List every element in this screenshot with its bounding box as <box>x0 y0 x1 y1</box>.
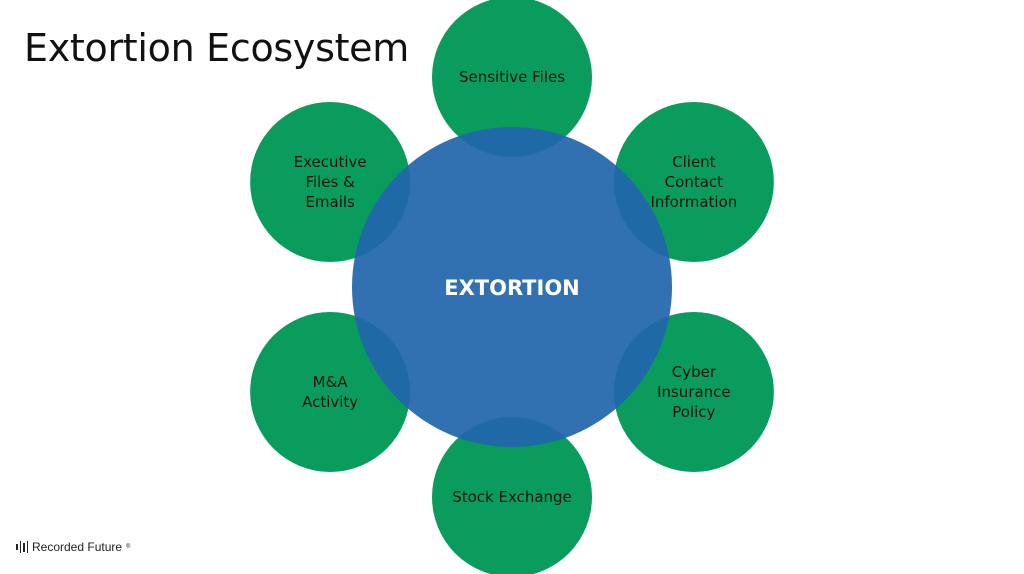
node-label-line: Emails <box>305 193 355 211</box>
node-circle-stock-exchange <box>432 417 592 574</box>
node-label-line: Stock Exchange <box>452 488 572 506</box>
node-label-stock-exchange: Stock Exchange <box>452 488 572 506</box>
node-label-line: Files & <box>305 173 355 191</box>
node-label-line: Policy <box>672 403 715 421</box>
node-circle-sensitive-files <box>432 0 592 157</box>
node-label-sensitive-files: Sensitive Files <box>459 68 565 86</box>
node-label-line: Information <box>650 193 737 211</box>
recorded-future-logo: Recorded Future® <box>16 540 130 554</box>
logo-mark-icon <box>16 540 28 554</box>
node-label-line: Activity <box>302 393 358 411</box>
page-title: Extortion Ecosystem <box>24 26 409 70</box>
node-label-line: Sensitive Files <box>459 68 565 86</box>
center-node <box>352 127 672 447</box>
node-label-line: Executive <box>294 153 367 171</box>
node-label-line: Insurance <box>657 383 731 401</box>
node-label-ma-activity: M&A Activity <box>302 373 358 411</box>
logo-text: Recorded Future <box>32 540 123 554</box>
node-label-line: M&A <box>313 373 349 391</box>
logo-registered-mark: ® <box>126 544 131 550</box>
node-label-line: Contact <box>665 173 723 191</box>
node-label-line: Cyber <box>672 363 717 381</box>
center-label: EXTORTION <box>444 276 580 300</box>
center-circle <box>352 127 672 447</box>
node-label-line: Client <box>672 153 716 171</box>
